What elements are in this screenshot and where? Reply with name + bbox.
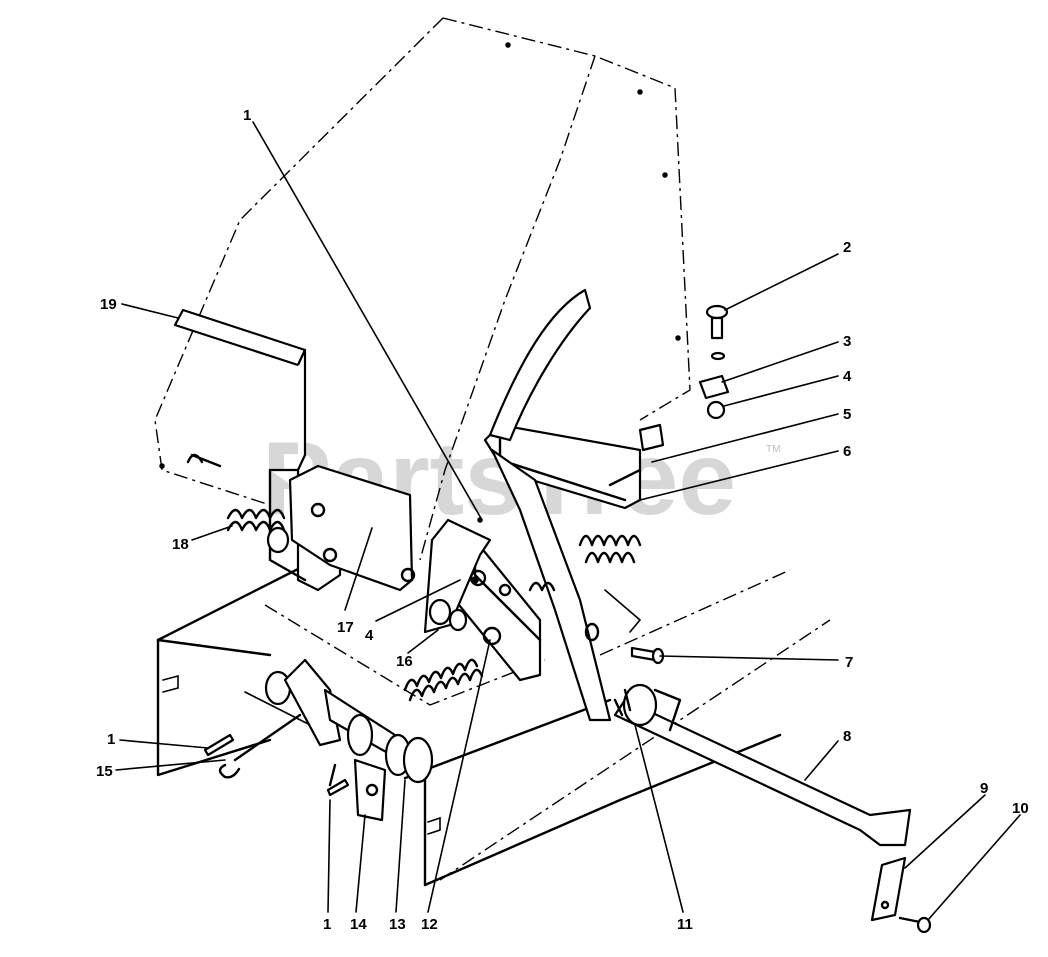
leader-lines xyxy=(115,121,1021,921)
callout-5: 5 xyxy=(843,406,851,423)
spring-18 xyxy=(186,453,290,554)
callout-16: 16 xyxy=(396,653,413,670)
callout-15: 15 xyxy=(96,763,113,780)
spring-6 xyxy=(528,534,642,592)
pin-15 xyxy=(218,713,302,779)
upper-panel xyxy=(154,17,691,561)
callout-1-top: 1 xyxy=(243,107,251,124)
callout-1-bottom: 1 xyxy=(323,916,331,933)
key-9 xyxy=(870,856,932,934)
callout-17: 17 xyxy=(337,619,354,636)
shaft-8 xyxy=(613,683,912,847)
callout-10: 10 xyxy=(1012,800,1029,817)
callout-3: 3 xyxy=(843,333,851,350)
callout-13: 13 xyxy=(389,916,406,933)
pivot-assembly xyxy=(264,658,434,822)
callout-2: 2 xyxy=(843,239,851,256)
callout-7: 7 xyxy=(845,654,853,671)
callout-labels: 1 2 3 4 5 6 19 18 17 4 16 7 8 1 15 9 10 … xyxy=(96,107,1029,933)
center-lever xyxy=(423,518,492,634)
watermark-trademark: TM xyxy=(766,444,780,455)
callout-9: 9 xyxy=(980,780,988,797)
callout-4-left: 4 xyxy=(365,627,374,644)
callout-12: 12 xyxy=(421,916,438,933)
callout-1-left: 1 xyxy=(107,731,115,748)
hardware xyxy=(203,304,730,797)
spring-16 xyxy=(403,658,484,702)
callout-6: 6 xyxy=(843,443,851,460)
callout-19: 19 xyxy=(100,296,117,313)
callout-4-right: 4 xyxy=(843,368,852,385)
callout-11: 11 xyxy=(677,916,693,933)
plate-17 xyxy=(288,464,416,592)
callout-8: 8 xyxy=(843,728,851,745)
callout-14: 14 xyxy=(350,916,367,933)
callout-18: 18 xyxy=(172,536,189,553)
